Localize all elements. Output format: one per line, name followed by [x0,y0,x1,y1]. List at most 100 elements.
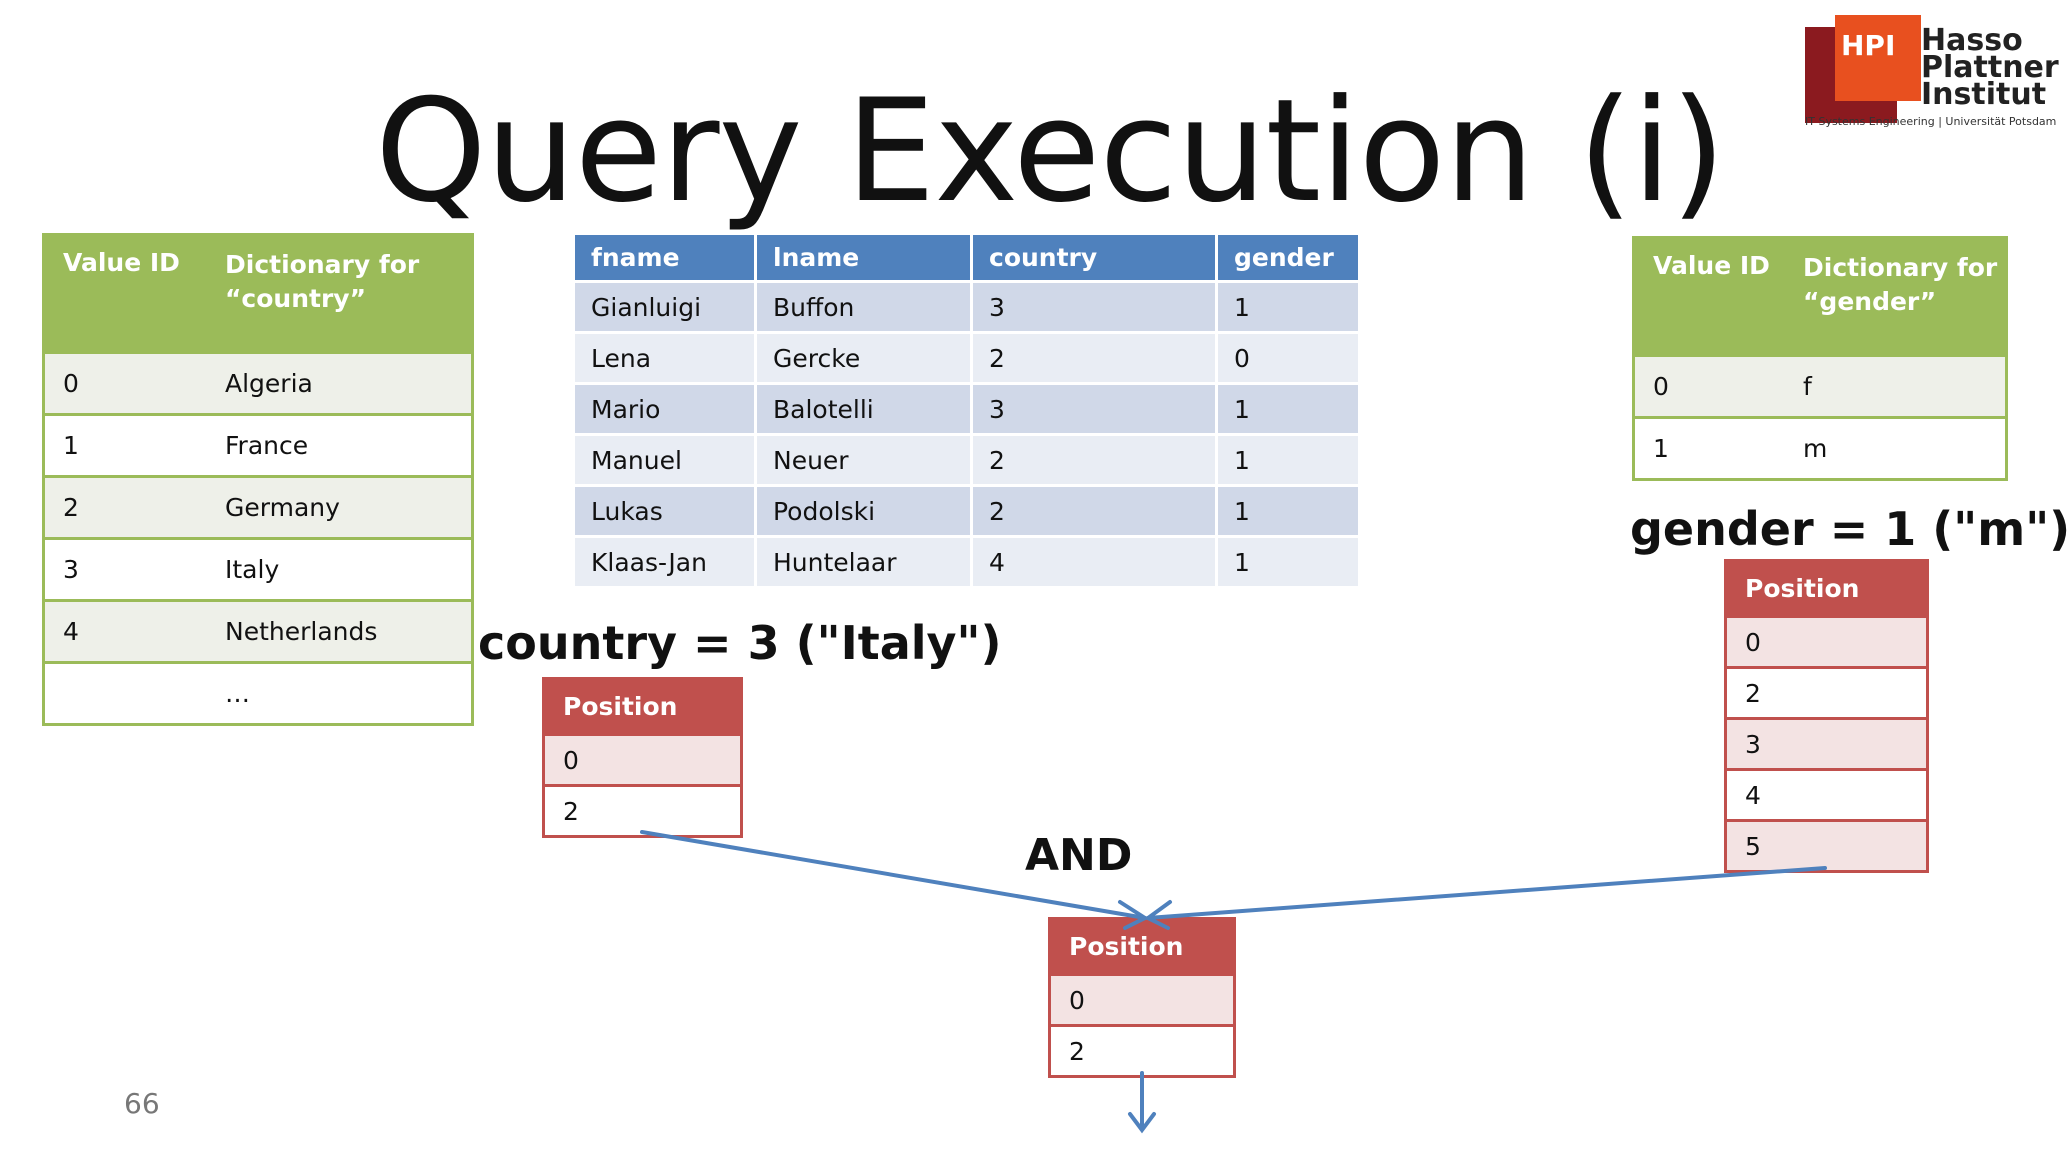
lname-cell: Balotelli [757,385,970,433]
logo-subtitle: IT Systems Engineering | Universität Pot… [1805,115,2057,128]
logo-wordmark: Hasso Plattner Institut [1921,23,2059,112]
value-id-cell: 2 [63,493,79,522]
country-to-and-arrow [640,830,1147,920]
dictionary-value-cell: Netherlands [225,617,378,646]
logo-line-3: Institut [1921,77,2047,112]
table-row: 3 Italy [45,537,471,599]
list-item: 3 [1727,717,1926,768]
table-row: Klaas-Jan Huntelaar 4 1 [575,538,1358,586]
dictionary-header-line-1: Dictionary for [225,250,420,279]
hpi-logo: HPI Hasso Plattner Institut IT Systems E… [1805,15,2059,135]
fname-cell: Manuel [575,436,754,484]
gender-position-list: Position 0 2 3 4 5 [1724,559,1929,873]
lname-cell: Gercke [757,334,970,382]
dictionary-value-cell: … [225,679,250,708]
gender-dictionary-header: Value ID Dictionary for “gender” [1635,239,2005,354]
down-arrowhead [1128,1112,1156,1134]
dictionary-value-cell: France [225,431,309,460]
value-id-cell: 1 [1653,434,1669,463]
table-row: 1 France [45,413,471,475]
column-header-gender: gender [1218,235,1358,280]
country-cell: 2 [973,487,1215,535]
list-item: 2 [1727,666,1926,717]
and-arrowhead-right [1144,900,1172,930]
dictionary-value-cell: m [1803,434,1828,463]
table-row: Manuel Neuer 2 1 [575,436,1358,484]
lname-cell: Neuer [757,436,970,484]
list-item: 0 [1051,973,1233,1024]
list-item: 4 [1727,768,1926,819]
value-id-cell: 3 [63,555,79,584]
dictionary-value-cell: Italy [225,555,280,584]
gender-cell: 1 [1218,385,1358,433]
gender-cell: 1 [1218,436,1358,484]
players-table: fname lname country gender Gianluigi Buf… [572,232,1361,589]
dictionary-header-line-2: “gender” [1803,287,1937,316]
dictionary-value-cell: f [1803,372,1812,401]
table-row: 4 Netherlands [45,599,471,661]
table-row: Lena Gercke 2 0 [575,334,1358,382]
list-item: 0 [545,733,740,784]
column-header-country: country [973,235,1215,280]
page-number: 66 [124,1087,160,1120]
value-id-cell: 4 [63,617,79,646]
dictionary-value-cell: Algeria [225,369,313,398]
lname-cell: Podolski [757,487,970,535]
value-id-header: Value ID [63,248,180,277]
country-cell: 3 [973,283,1215,331]
table-row: … [45,661,471,723]
gender-cell: 0 [1218,334,1358,382]
logo-orange-square [1835,15,1921,101]
position-header: Position [1727,562,1926,615]
logo-line-1: Hasso [1921,23,2023,58]
value-id-header: Value ID [1653,251,1770,280]
fname-cell: Mario [575,385,754,433]
country-condition-label: country = 3 ("Italy") [478,616,1002,670]
column-header-lname: lname [757,235,970,280]
value-id-cell: 0 [1653,372,1669,401]
country-cell: 3 [973,385,1215,433]
dictionary-header-line-1: Dictionary for [1803,253,1998,282]
gender-cell: 1 [1218,283,1358,331]
country-dictionary-table: Value ID Dictionary for “country” 0 Alge… [42,233,474,726]
table-row: Gianluigi Buffon 3 1 [575,283,1358,331]
value-id-cell: 0 [63,369,79,398]
fname-cell: Gianluigi [575,283,754,331]
country-cell: 4 [973,538,1215,586]
table-row: 1 m [1635,416,2005,478]
dictionary-header: Dictionary for “country” [225,248,419,351]
table-row: 2 Germany [45,475,471,537]
list-item: 5 [1727,819,1926,870]
country-position-list: Position 0 2 [542,677,743,838]
gender-condition-label: gender = 1 ("m") [1630,502,2070,556]
gender-to-and-arrow [1146,866,1827,920]
list-item: 2 [545,784,740,835]
fname-cell: Lena [575,334,754,382]
and-operator-label: AND [1025,830,1133,881]
table-row: Mario Balotelli 3 1 [575,385,1358,433]
fname-cell: Lukas [575,487,754,535]
table-row: 0 f [1635,354,2005,416]
fname-cell: Klaas-Jan [575,538,754,586]
page-title: Query Execution (i) [375,69,1726,234]
column-header-fname: fname [575,235,754,280]
position-header: Position [1051,920,1233,973]
country-cell: 2 [973,334,1215,382]
table-row: 0 Algeria [45,351,471,413]
gender-cell: 1 [1218,487,1358,535]
country-cell: 2 [973,436,1215,484]
gender-dictionary-table: Value ID Dictionary for “gender” 0 f 1 m [1632,236,2008,481]
lname-cell: Huntelaar [757,538,970,586]
logo-mark: HPI [1841,29,1896,62]
lname-cell: Buffon [757,283,970,331]
position-header: Position [545,680,740,733]
table-header-row: fname lname country gender [575,235,1358,280]
list-item: 0 [1727,615,1926,666]
list-item: 2 [1051,1024,1233,1075]
result-position-list: Position 0 2 [1048,917,1236,1078]
gender-cell: 1 [1218,538,1358,586]
logo-line-2: Plattner [1921,50,2059,85]
dictionary-value-cell: Germany [225,493,340,522]
table-row: Lukas Podolski 2 1 [575,487,1358,535]
